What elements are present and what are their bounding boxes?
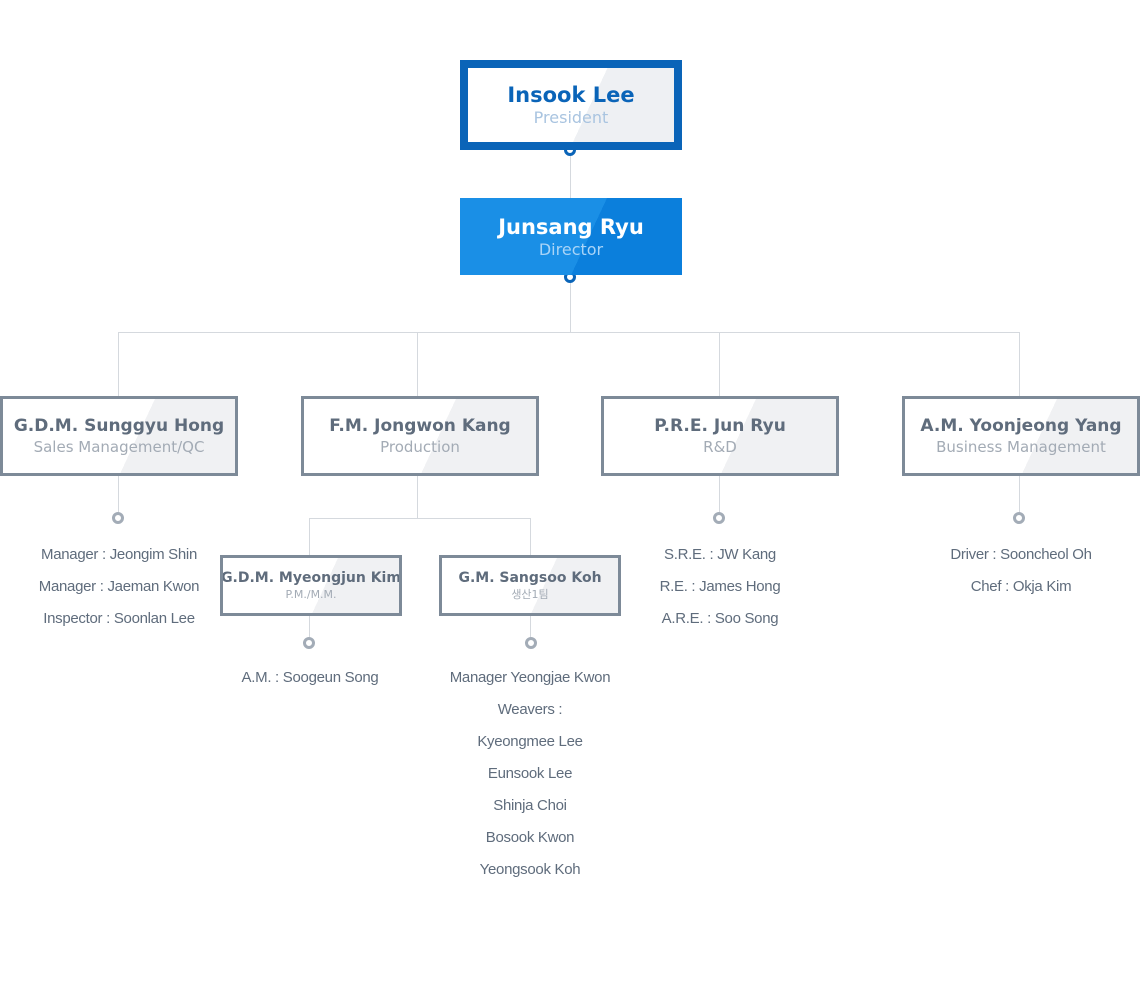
president-box: Insook Lee President (460, 60, 682, 150)
connector-subteam-2 (530, 518, 531, 555)
connector-dept-3-members (719, 476, 720, 512)
department-head-name: F.M. Jongwon Kang (329, 416, 511, 436)
department-title: Production (380, 438, 460, 456)
list-item: Eunsook Lee (487, 765, 573, 782)
connector-dept-3 (719, 332, 720, 396)
subteam-head-name: G.D.M. Myeongjun Kim (221, 570, 401, 586)
department-head-name: P.R.E. Jun Ryu (654, 416, 786, 436)
connector-dept-1-members (118, 476, 119, 512)
list-item: A.R.E. : Soo Song (661, 610, 779, 627)
director-box: Junsang Ryu Director (460, 198, 682, 275)
director-title: Director (538, 239, 604, 259)
department-box-production: F.M. Jongwon Kang Production (301, 396, 539, 476)
list-item: Kyeongmee Lee (477, 733, 583, 750)
subteam-title: 생산1팀 (511, 588, 549, 601)
connector-director-down (570, 277, 571, 332)
member-list-business: Driver : Sooncheol Oh Chef : Okja Kim (902, 539, 1140, 603)
department-box-sales: G.D.M. Sunggyu Hong Sales Management/QC (0, 396, 238, 476)
list-item: Bosook Kwon (485, 829, 575, 846)
connector-subteam-1 (309, 518, 310, 555)
president-name: Insook Lee (507, 83, 635, 107)
list-item: R.E. : James Hong (659, 578, 781, 595)
department-head-name: A.M. Yoonjeong Yang (920, 416, 1122, 436)
connector-production-horizontal (309, 518, 531, 519)
list-item: Manager : Jeongim Shin (41, 546, 197, 563)
connector-president-director (570, 150, 571, 198)
department-title: R&D (703, 438, 737, 456)
connector-dept-2 (417, 332, 418, 396)
department-head-name: G.D.M. Sunggyu Hong (13, 416, 225, 436)
department-box-rnd: P.R.E. Jun Ryu R&D (601, 396, 839, 476)
connector-production-down (417, 476, 418, 518)
connector-subteam-1-members (309, 616, 310, 637)
department-title: Sales Management/QC (33, 438, 205, 456)
list-item: Chef : Okja Kim (970, 578, 1072, 595)
member-list-pm: A.M. : Soogeun Song (210, 662, 410, 694)
connector-horizontal-departments (118, 332, 1020, 333)
connector-dept-1 (118, 332, 119, 396)
list-item: Manager : Jaeman Kwon (38, 578, 200, 595)
member-list-rnd: S.R.E. : JW Kang R.E. : James Hong A.R.E… (601, 539, 839, 635)
connector-dept-4 (1019, 332, 1020, 396)
connector-dot (303, 637, 315, 649)
list-item: Weavers : (497, 701, 563, 718)
list-item: Inspector : Soonlan Lee (43, 610, 195, 627)
department-title: Business Management (936, 438, 1106, 456)
president-title: President (533, 108, 609, 127)
subteam-head-name: G.M. Sangsoo Koh (458, 570, 602, 586)
subteam-title: P.M./M.M. (285, 588, 337, 601)
connector-dot (112, 512, 124, 524)
list-item: Manager Yeongjae Kwon (449, 669, 611, 686)
list-item: A.M. : Soogeun Song (241, 669, 379, 686)
department-box-business: A.M. Yoonjeong Yang Business Management (902, 396, 1140, 476)
subteam-box-pm: G.D.M. Myeongjun Kim P.M./M.M. (220, 555, 402, 616)
connector-subteam-2-members (530, 616, 531, 637)
list-item: Shinja Choi (493, 797, 567, 814)
connector-dot (525, 637, 537, 649)
list-item: Driver : Sooncheol Oh (950, 546, 1092, 563)
list-item: Yeongsook Koh (479, 861, 581, 878)
connector-dept-4-members (1019, 476, 1020, 512)
connector-dot (1013, 512, 1025, 524)
connector-dot (713, 512, 725, 524)
list-item: S.R.E. : JW Kang (664, 546, 776, 563)
subteam-box-production-team-1: G.M. Sangsoo Koh 생산1팀 (439, 555, 621, 616)
member-list-sales: Manager : Jeongim Shin Manager : Jaeman … (0, 539, 238, 635)
director-name: Junsang Ryu (498, 214, 644, 239)
member-list-production-team-1: Manager Yeongjae Kwon Weavers : Kyeongme… (420, 662, 640, 886)
